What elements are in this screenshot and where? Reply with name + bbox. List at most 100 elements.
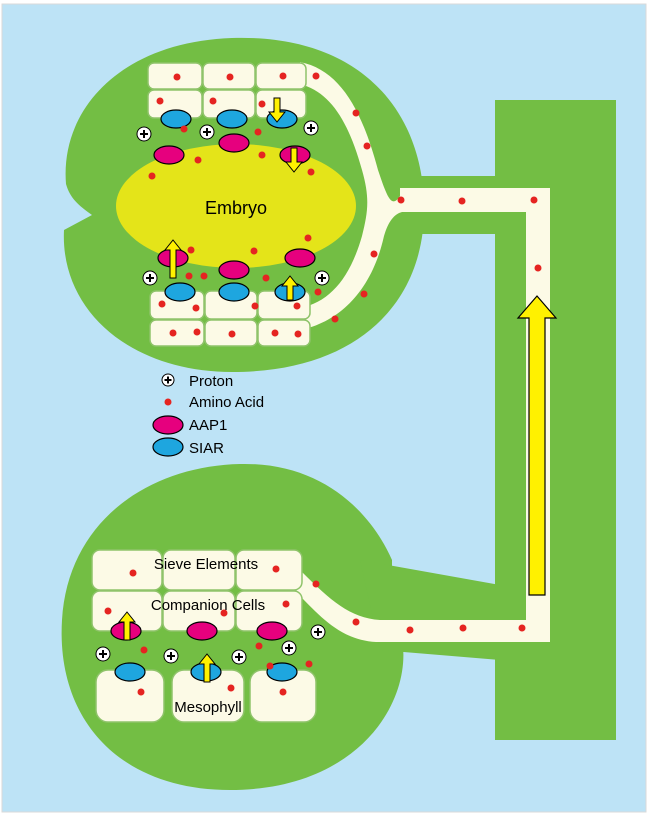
amino-acid-dot xyxy=(137,688,145,696)
aap1-transporter xyxy=(218,133,250,153)
amino-acid-dot xyxy=(534,264,542,272)
down-arrow-icon xyxy=(284,147,304,173)
amino-acid-dot xyxy=(185,272,193,280)
proton-icon xyxy=(199,124,215,140)
amino-acid-dot xyxy=(140,646,148,654)
aap1-transporter xyxy=(256,621,288,641)
amino-acid-dot xyxy=(251,302,259,310)
amino-acid-dot xyxy=(406,626,414,634)
proton-icon xyxy=(303,120,319,136)
amino-acid-dot xyxy=(104,607,112,615)
amino-acid-dot xyxy=(397,196,405,204)
amino-acid-dot xyxy=(314,288,322,296)
mesophyll-label: Mesophyll xyxy=(174,699,242,716)
sieve-element-cell xyxy=(162,549,236,591)
amino-acid-dot xyxy=(312,72,320,80)
amino-acid-dot xyxy=(169,329,177,337)
amino-acid-dot xyxy=(250,247,258,255)
legend: Proton Amino Acid AAP1 SIAR xyxy=(152,373,264,457)
amino-acid-dot xyxy=(458,197,466,205)
siar-transporter xyxy=(218,282,250,302)
amino-acid-dot xyxy=(192,304,200,312)
proton-icon xyxy=(314,270,330,286)
amino-acid-dot xyxy=(282,600,290,608)
proton-icon xyxy=(163,648,179,664)
proton-icon xyxy=(281,640,297,656)
proton-icon xyxy=(231,649,247,665)
amino-acid-dot xyxy=(279,688,287,696)
amino-acid-dot xyxy=(312,580,320,588)
companion-cells-label: Companion Cells xyxy=(151,597,265,614)
protons xyxy=(95,120,330,665)
sieve-element-cell xyxy=(91,549,163,591)
amino-acid-dot xyxy=(331,315,339,323)
amino-acid-dot xyxy=(173,73,181,81)
amino-acid-dot xyxy=(352,618,360,626)
amino-acid-dot xyxy=(279,72,287,80)
amino-acids xyxy=(104,72,542,696)
seed-bottom-cells xyxy=(149,290,311,347)
amino-acid-dot xyxy=(271,329,279,337)
embryo-label: Embryo xyxy=(205,198,267,218)
amino-acid-dot xyxy=(180,125,188,133)
seed-sieve-tube xyxy=(300,62,550,330)
amino-acid-dot xyxy=(209,97,217,105)
amino-acid-dot xyxy=(220,609,228,617)
siar-transporter xyxy=(114,662,146,682)
legend-amino-acid-label: Amino Acid xyxy=(189,394,264,411)
legend-aap1-label: AAP1 xyxy=(189,417,227,434)
down-arrow-icon xyxy=(267,97,287,123)
amino-acid-dot xyxy=(158,300,166,308)
transport-arrows xyxy=(117,97,304,683)
embryo xyxy=(116,144,356,268)
amino-acid-dot xyxy=(255,642,263,650)
amino-acid-dot xyxy=(227,684,235,692)
up-arrow-icon xyxy=(280,275,300,301)
seed-cell xyxy=(149,319,205,347)
amino-acid-dot xyxy=(370,250,378,258)
aap1-transporter xyxy=(284,248,316,268)
aap1-transporter xyxy=(218,260,250,280)
leaf-cells xyxy=(91,549,317,723)
amino-acid-dot xyxy=(304,234,312,242)
amino-acid-dot xyxy=(194,156,202,164)
seed-cell xyxy=(257,319,311,347)
proton-icon xyxy=(142,270,158,286)
amino-acid-dot xyxy=(156,97,164,105)
amino-acid-dot xyxy=(262,274,270,282)
amino-acid-dot xyxy=(307,168,315,176)
amino-acid-dot xyxy=(129,569,137,577)
amino-acid-dot xyxy=(193,328,201,336)
up-arrow-icon xyxy=(197,653,217,683)
amino-acid-dot xyxy=(530,196,538,204)
amino-acid-dot xyxy=(266,662,274,670)
leaf-sieve-tube xyxy=(296,572,550,642)
legend-aap1-icon xyxy=(152,415,184,435)
sieve-element-cell xyxy=(235,549,303,591)
amino-acid-dot xyxy=(200,272,208,280)
amino-acid-dot xyxy=(294,330,302,338)
amino-acid-dot xyxy=(518,624,526,632)
legend-siar-label: SIAR xyxy=(189,440,224,457)
up-arrow-icon xyxy=(117,611,137,641)
amino-acid-dot xyxy=(148,172,156,180)
legend-proton-icon xyxy=(161,373,175,387)
amino-acid-dot xyxy=(258,100,266,108)
proton-icon xyxy=(310,624,326,640)
amino-acid-dot xyxy=(352,109,360,117)
aap1-transporter xyxy=(153,145,185,165)
siar-transporters xyxy=(114,109,306,682)
amino-acid-dot xyxy=(258,151,266,159)
proton-icon xyxy=(136,126,152,142)
legend-amino-acid-icon xyxy=(164,398,172,406)
aap1-transporter xyxy=(186,621,218,641)
amino-acid-dot xyxy=(254,128,262,136)
amino-acid-dot xyxy=(305,660,313,668)
legend-proton-label: Proton xyxy=(189,373,233,390)
amino-acid-dot xyxy=(293,302,301,310)
amino-acid-dot xyxy=(459,624,467,632)
proton-icon xyxy=(95,646,111,662)
siar-transporter xyxy=(164,282,196,302)
legend-siar-icon xyxy=(152,437,184,457)
